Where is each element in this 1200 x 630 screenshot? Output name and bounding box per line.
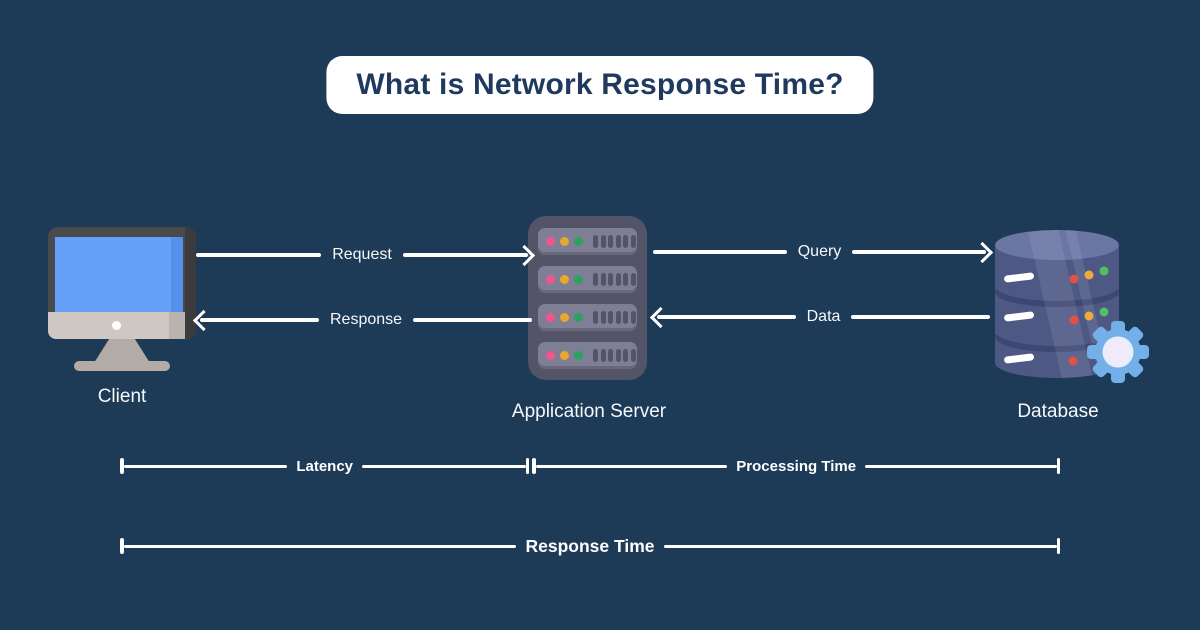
app-server-label: Application Server — [511, 401, 667, 422]
processing-time-label: Processing Time — [736, 457, 857, 475]
monitor-chin — [48, 312, 185, 339]
processing-time-segment: Processing Time — [535, 457, 1057, 475]
led-pink-icon — [546, 351, 555, 360]
monitor-side-shade — [185, 227, 196, 339]
arrow-line — [196, 253, 322, 257]
page-title: What is Network Response Time? — [356, 68, 844, 101]
measure-tick — [120, 538, 124, 554]
led-pink-icon — [546, 275, 555, 284]
request-arrow-label: Request — [332, 246, 392, 263]
led-pink-icon — [546, 237, 555, 246]
client-computer-icon — [48, 227, 196, 373]
data-arrow: Data — [649, 306, 991, 328]
arrowhead-left-icon — [649, 306, 672, 328]
latency-segment: Latency — [123, 457, 526, 475]
arrowhead-left-icon — [192, 309, 215, 331]
arrow-line — [657, 315, 796, 319]
response-arrow: Response — [192, 309, 533, 331]
measure-tick — [532, 458, 536, 474]
led-green-icon — [574, 237, 583, 246]
monitor-base — [74, 361, 170, 371]
latency-label: Latency — [296, 457, 354, 475]
data-arrow-label: Data — [806, 308, 841, 325]
led-green-icon — [574, 313, 583, 322]
server-rack-icon — [528, 216, 647, 380]
arrow-line — [402, 253, 528, 257]
arrow-line — [653, 250, 787, 254]
measure-line — [663, 544, 1057, 548]
measure-tick — [525, 458, 530, 474]
query-arrow-label: Query — [797, 243, 842, 260]
led-green-icon — [574, 275, 583, 284]
server-unit — [538, 342, 637, 369]
database-icon — [995, 230, 1119, 378]
arrowhead-right-icon — [971, 241, 994, 263]
database-label: Database — [1017, 401, 1099, 422]
title-banner: What is Network Response Time? — [326, 56, 874, 114]
monitor-stand — [94, 339, 150, 363]
arrowhead-right-icon — [513, 244, 536, 266]
response-time-label: Response Time — [525, 535, 655, 556]
measure-line — [123, 464, 288, 468]
server-unit — [538, 304, 637, 331]
client-label: Client — [97, 386, 147, 407]
vent-slots — [593, 349, 636, 362]
measure-line — [123, 544, 517, 548]
measure-double-tick — [525, 458, 536, 474]
gear-icon — [1087, 321, 1149, 383]
measure-line — [865, 464, 1057, 468]
response-time-bar: Response Time — [120, 535, 1060, 557]
arrow-line — [200, 318, 319, 322]
led-yellow-icon — [560, 275, 569, 284]
camera-dot — [112, 321, 121, 330]
request-arrow: Request — [196, 244, 536, 266]
measure-tick — [120, 458, 124, 474]
latency-processing-bar: Latency Processing Time — [120, 457, 1060, 475]
measure-line — [535, 464, 728, 468]
led-pink-icon — [546, 313, 555, 322]
led-yellow-icon — [560, 237, 569, 246]
vent-slots — [593, 273, 636, 286]
monitor-frame — [48, 227, 196, 339]
server-unit — [538, 228, 637, 255]
led-yellow-icon — [560, 313, 569, 322]
arrow-line — [413, 318, 533, 322]
query-arrow: Query — [653, 241, 994, 263]
server-unit — [538, 266, 637, 293]
screen-shade — [171, 237, 183, 312]
measure-tick — [1056, 458, 1060, 474]
response-arrow-label: Response — [329, 311, 403, 328]
vent-slots — [593, 235, 636, 248]
arrow-line — [851, 315, 991, 319]
arrow-line — [852, 250, 987, 254]
monitor-screen — [55, 237, 183, 312]
led-yellow-icon — [560, 351, 569, 360]
chin-shade — [169, 312, 185, 339]
vent-slots — [593, 311, 636, 324]
led-green-icon — [574, 351, 583, 360]
response-time-segment: Response Time — [123, 535, 1057, 557]
measure-line — [362, 464, 526, 468]
measure-tick — [1056, 538, 1060, 554]
